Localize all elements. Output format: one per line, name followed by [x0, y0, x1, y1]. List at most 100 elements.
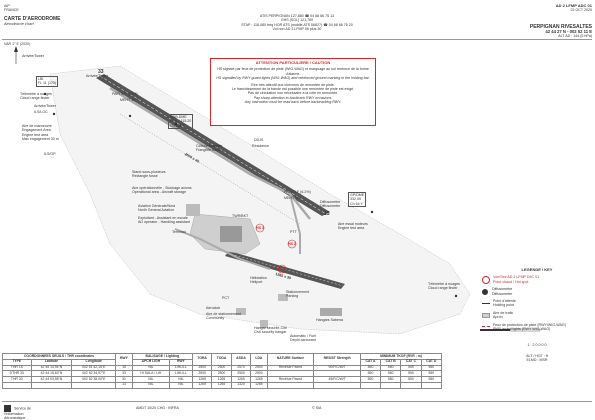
ats-line: ATIS PERPIGNAN 127,880 ☎ 04 68 66 75 13 — [259, 14, 335, 18]
legend-apron-en: Apron — [493, 315, 503, 320]
ndb-dme-name: NDB-DME — [170, 115, 187, 119]
engine-test-area-right: Aire essai moteurs Engine test area — [338, 222, 368, 231]
ad-date: 22 OCT 2020 — [570, 8, 592, 13]
parking-block — [278, 294, 288, 301]
frangible-fence-en: Frangible fence — [196, 148, 221, 153]
parking-en: Parking — [286, 294, 299, 299]
hot-spot-3 — [277, 264, 287, 274]
table-cell: 1265 — [250, 382, 268, 389]
stand-label-en: Rectangle fosse — [132, 174, 158, 179]
gp-dme-box: GP/DME 332,00 Ch 64 Y — [348, 192, 367, 208]
aeroclub-building — [236, 308, 246, 315]
storage-area-label: Aire opérationnelle - Stockage avions Op… — [132, 186, 192, 195]
manoeuvre-area: Aire de manœuvre Engagement Area Engine … — [22, 124, 59, 142]
engine-test-area-right-en: Engine test area — [338, 226, 365, 231]
cloud-range-finder-right — [454, 294, 458, 298]
caution-fr-4: Pas de circulation non nécessaire à la c… — [247, 91, 339, 96]
runway-15-33 — [96, 74, 330, 216]
aerodrome-alt: ALT AD : 144 (5 hPa) — [558, 34, 592, 39]
caution-fr-1: HS signalé par feux de protection de pis… — [217, 67, 369, 76]
table-cell — [380, 382, 402, 389]
cloud-range-finder-right-en: Cloud range finder — [428, 286, 458, 291]
cloud-range-finder-left: Télémètre à nuages Cloud range finder — [20, 92, 52, 101]
stap-line: STAP : 118.080 fréq HOR ATS (mobile ATS … — [241, 22, 353, 27]
storage-area-en: Operational area - Aircraft storage — [132, 190, 187, 195]
residence-label: Résidence — [252, 144, 269, 148]
legend-hotspot: Voir/See AD 2 LFMP DIIC 01 Point chaud /… — [482, 275, 592, 284]
header-right: AD 2 LFMP ADC 01 22 OCT 2020 — [432, 3, 592, 13]
ghs-line: GHS (SOL) 121,780 — [280, 18, 314, 23]
footer-amdt: AMDT 10/20 CHG : INFRA — [136, 406, 179, 410]
community-fr: Aire de stationnement — [206, 312, 241, 316]
lbi-box: LBI FL 11 (175) — [36, 76, 59, 87]
col-toda: TODA — [211, 353, 232, 366]
legend-hold-fr: Point d'attente — [493, 299, 516, 304]
wigwag-icon — [482, 325, 490, 329]
caution-en-3: Any instruction must be read back before… — [244, 100, 342, 105]
fuel-fr: Dépôt carburant — [290, 338, 316, 343]
hot-spot-3-label: HS 3 — [278, 267, 286, 271]
north-arrow — [14, 46, 18, 64]
hot-spot-2 — [287, 239, 297, 249]
ils-gp-label: ILS/GP — [44, 152, 56, 156]
footer-org: Service de l'Information Aéronautique — [4, 405, 44, 420]
legend-title: LEGENDE / KEY — [521, 267, 553, 272]
ndb-dme-freq: PPG / 115.20 — [170, 119, 192, 124]
engine-test-max: Max engagement 30 m — [22, 137, 59, 142]
twr-label: TWR/BKT — [232, 214, 249, 218]
runway-table: COORDONNEES SEUILS / THR coordinates RWY… — [1, 353, 443, 389]
ndb-dme-box: NDB-DME PPG / 115.20 Ch 168 Y — [168, 114, 194, 130]
general-aviation-label: Aviation Générale/Nord North General Avi… — [138, 204, 175, 213]
footer-org-text: Service de l'Information Aéronautique — [4, 406, 31, 420]
col-lda: LDA — [250, 353, 268, 366]
diffusometer-en: Diffusometer — [320, 204, 341, 209]
gp-dme-marker — [370, 210, 374, 214]
manoeuvre-area-fr: Aire de manœuvre — [22, 124, 52, 128]
footer-divider — [2, 401, 592, 402]
stand-label-fr: Stand sous-plusieurs — [132, 170, 166, 174]
heliport-en: Heliport — [250, 280, 263, 285]
table-cell — [420, 382, 443, 389]
country: FRANCE — [4, 8, 19, 13]
parking-label: Stationnement Parking — [286, 290, 309, 299]
ils-loc-label: ILS/LOC — [34, 110, 48, 114]
lbi-label: LBI — [38, 77, 44, 81]
table-cell — [2, 382, 32, 389]
engine-test-area-right-fr: Aire essai moteurs — [338, 222, 368, 226]
caution-en-2: Pay sharp attention to backtrack RWY occ… — [253, 95, 333, 100]
diffusometer-fr: Diffusomètre — [320, 200, 341, 204]
pct-label: PCT — [222, 296, 230, 300]
legend-hold-en: Holding point — [493, 303, 514, 308]
caution-fr-3: Le franchissement de la bande est possib… — [231, 87, 355, 92]
ndb-dme-channel: Ch 168 Y — [170, 123, 185, 128]
community-label: Aire de stationnement Community — [206, 312, 241, 321]
hangar-sabena-label: Hangars Sabena — [316, 318, 343, 322]
table-cell — [266, 382, 315, 389]
col-strength: RESIST Strength — [313, 353, 361, 366]
apron-icon — [482, 312, 490, 318]
doc-subtitle: Aerodrome chart — [4, 20, 34, 26]
ils-loc-marker — [52, 112, 56, 116]
table-cell: 1265 — [211, 382, 232, 389]
hot-spot-1-label: HS 1 — [256, 226, 264, 230]
table-cell — [400, 382, 422, 389]
legend-hotspot-ref: Voir/See AD 2 LFMP DIIC 01 — [493, 275, 540, 280]
airport-boundary — [49, 65, 471, 335]
col-rwy: RWY — [115, 353, 133, 366]
table-header-row-1: COORDONNEES SEUILS / THR coordinates RWY… — [1, 353, 443, 366]
holding-point-icon — [482, 302, 490, 305]
taxiway-link — [174, 228, 271, 270]
legend-diff-en: Diffusometer — [492, 291, 513, 296]
meht-14-label: MEHT 14 — [120, 98, 136, 102]
table-cell — [359, 382, 382, 389]
legend-scale: 1 : 2 0 0 0 0 — [527, 343, 547, 348]
legend-alt: ALT / HGT : ft — [526, 353, 548, 358]
papi-marker — [128, 114, 132, 118]
arrival-tower-2: Arrivée/Tower — [86, 74, 108, 78]
parking-fr: Stationnement — [286, 290, 310, 294]
frangible-fence — [119, 113, 301, 225]
